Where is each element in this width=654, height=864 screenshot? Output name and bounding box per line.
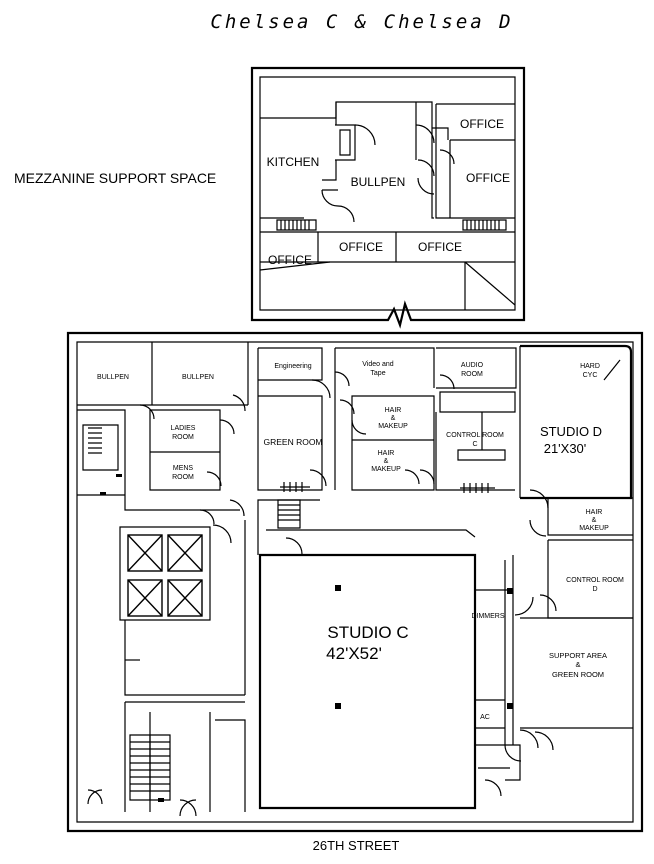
room-label-hair-makeup: HAIR — [378, 450, 395, 457]
room-label-audio: ROOM — [461, 371, 483, 378]
room-label-audio: AUDIO — [461, 362, 484, 369]
room-label-studio-c: STUDIO C — [327, 623, 408, 642]
room-label-bullpen: BULLPEN — [97, 374, 129, 381]
room-label-studio-d-size: 21'X30' — [544, 441, 587, 456]
room-label-hair-makeup: HAIR — [586, 509, 603, 516]
room-label-ladies: LADIES — [171, 425, 196, 432]
room-label-office: OFFICE — [268, 253, 312, 267]
room-label-hair-makeup: & — [592, 517, 597, 524]
room-label-studio-d: STUDIO D — [540, 424, 602, 439]
room-label-office: OFFICE — [466, 171, 510, 185]
mezzanine-plan: MEZZANINE SUPPORT SPACE KITCHEN BU — [14, 66, 526, 329]
room-label-bullpen: BULLPEN — [351, 175, 406, 189]
room-label-video: Tape — [370, 370, 385, 377]
room-label-video: Video and — [362, 361, 394, 368]
elevator-block — [127, 534, 203, 617]
room-label-hair-makeup: MAKEUP — [579, 525, 609, 532]
room-label-mens: MENS — [173, 465, 194, 472]
room-label-support-area: GREEN ROOM — [552, 670, 604, 679]
room-label-control-room-d: D — [592, 586, 597, 593]
room-label-hard-cyc: CYC — [583, 372, 598, 379]
room-label-hair-makeup: MAKEUP — [378, 423, 408, 430]
room-label-ac: AC — [480, 714, 490, 721]
street-label: 26TH STREET — [313, 838, 400, 853]
room-label-engineering: Engineering — [274, 363, 311, 370]
room-label-hard-cyc: HARD — [580, 363, 600, 370]
room-label-green-room: GREEN ROOM — [263, 437, 322, 447]
room-label-kitchen: KITCHEN — [267, 155, 320, 169]
mezzanine-heading: MEZZANINE SUPPORT SPACE — [14, 170, 216, 186]
room-label-studio-c-size: 42'X52' — [326, 644, 382, 663]
room-label-hair-makeup: & — [391, 415, 396, 422]
room-label-control-room-c: C — [472, 441, 477, 448]
room-label-office: OFFICE — [460, 117, 504, 131]
room-label-ladies: ROOM — [172, 434, 194, 441]
room-label-hair-makeup: HAIR — [385, 407, 402, 414]
room-label-control-room-d: CONTROL ROOM — [566, 577, 624, 584]
room-label-support-area: SUPPORT AREA — [549, 651, 607, 660]
room-label-office: OFFICE — [339, 240, 383, 254]
room-label-mens: ROOM — [172, 474, 194, 481]
room-label-office: OFFICE — [418, 240, 462, 254]
plan-title: Chelsea C & Chelsea D — [210, 11, 513, 33]
room-label-bullpen: BULLPEN — [182, 374, 214, 381]
ground-floor-plan: BULLPEN BULLPEN LADIES ROOM MENS ROOM En… — [66, 331, 644, 853]
room-label-hair-makeup: & — [384, 458, 389, 465]
room-label-hair-makeup: MAKEUP — [371, 466, 401, 473]
room-label-dimmers: DIMMERS — [471, 613, 504, 620]
room-label-support-area: & — [575, 660, 580, 669]
room-label-control-room-c: CONTROL ROOM — [446, 432, 504, 439]
